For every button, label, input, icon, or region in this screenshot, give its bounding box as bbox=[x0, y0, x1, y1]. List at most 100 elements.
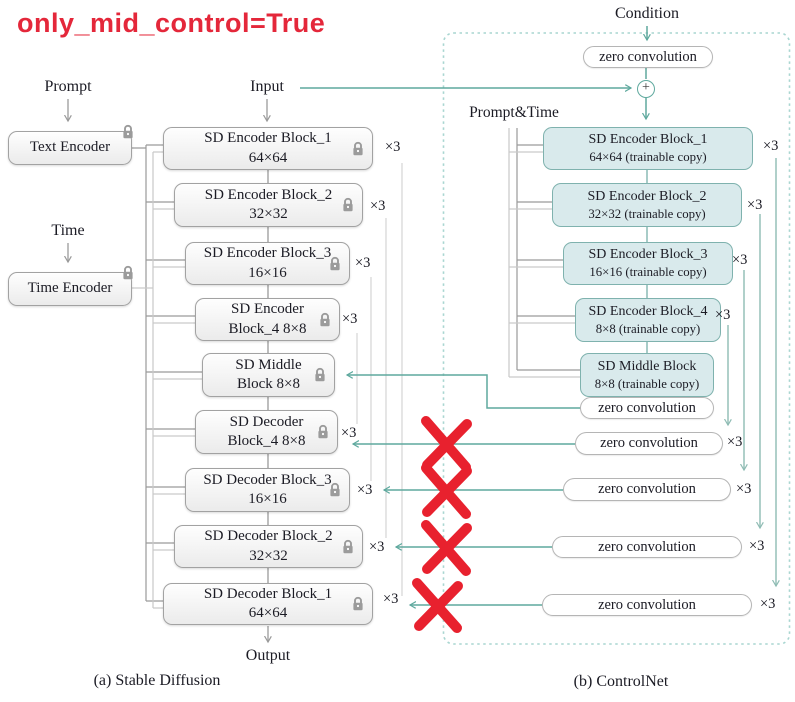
lock-icon bbox=[120, 124, 136, 140]
sd-encoder-block-3: SD Encoder Block_3 16×16 bbox=[185, 242, 350, 285]
cn-prompt-time-bus-dark bbox=[516, 128, 580, 371]
x3-zc-out1: ×3 bbox=[760, 596, 776, 612]
sd-decoder-block-3-label: SD Decoder Block_3 bbox=[203, 471, 332, 488]
sd-decoder-block-3-label: 16×16 bbox=[248, 491, 287, 507]
x3-sd-dec4: ×3 bbox=[341, 425, 357, 441]
lock-icon bbox=[120, 265, 136, 281]
cn-prompt-time-bus-light bbox=[508, 128, 580, 378]
text-encoder-bus bbox=[132, 144, 202, 602]
time-label: Time bbox=[51, 222, 85, 239]
sd-encoder-block-2-label: SD Encoder Block_2 bbox=[204, 186, 333, 203]
x3-sd-enc4: ×3 bbox=[342, 311, 358, 327]
cn-encoder-block-1-label: SD Encoder Block_1 bbox=[588, 132, 708, 148]
sd-decoder-block-1: SD Decoder Block_1 64×64 bbox=[163, 583, 373, 625]
x3-cn-enc3: ×3 bbox=[732, 252, 748, 268]
x3-zc-out4: ×3 bbox=[727, 434, 743, 450]
zero-convolution-condition: zero convolution bbox=[583, 46, 713, 68]
cross-out-x-icon bbox=[412, 578, 463, 633]
input-label: Input bbox=[250, 78, 284, 95]
cross-out-x-icon bbox=[421, 520, 472, 576]
x3-zc-out3: ×3 bbox=[736, 481, 752, 497]
zero-convolution-out-4: zero convolution bbox=[575, 432, 723, 455]
cn-encoder-block-4: SD Encoder Block_4 8×8 (trainable copy) bbox=[575, 298, 721, 342]
zero-convolution-middle-label: zero convolution bbox=[598, 399, 696, 416]
time-encoder-block: Time Encoder bbox=[8, 265, 133, 306]
cross-out-x-icon bbox=[421, 463, 472, 519]
sd-encoder-block-3-label: 16×16 bbox=[248, 264, 287, 281]
sd-middle-block-label: SD Middle bbox=[235, 356, 302, 373]
text-encoder-block: Text Encoder bbox=[8, 124, 133, 165]
prompt-label: Prompt bbox=[44, 78, 92, 95]
zero-convolution-condition-label: zero convolution bbox=[599, 48, 697, 65]
x3-cn-enc4: ×3 bbox=[715, 307, 731, 323]
cross-out-x-icon bbox=[421, 416, 472, 472]
cn-encoder-block-3-label: SD Encoder Block_3 bbox=[588, 247, 708, 263]
sd-decoder-block-4-label: SD Decoder bbox=[229, 413, 304, 430]
sd-encoder-block-2-label: 32×32 bbox=[249, 206, 288, 222]
text-encoder-block-label: Text Encoder bbox=[29, 139, 111, 156]
cn-encoder-block-4-label: 8×8 (trainable copy) bbox=[595, 321, 701, 336]
cn-encoder-block-3: SD Encoder Block_3 16×16 (trainable copy) bbox=[563, 242, 733, 285]
sd-encoder-block-4-label: Block_4 8×8 bbox=[228, 320, 307, 337]
cn-right-skip-arrows bbox=[728, 158, 776, 586]
cn-middle-block-label: 8×8 (trainable copy) bbox=[594, 376, 700, 391]
x3-sd-enc2: ×3 bbox=[370, 198, 386, 214]
cn-middle-block: SD Middle Block 8×8 (trainable copy) bbox=[580, 353, 714, 397]
cn-encoder-block-1: SD Encoder Block_1 64×64 (trainable copy) bbox=[543, 127, 753, 170]
zero-convolution-out-2: zero convolution bbox=[552, 536, 742, 558]
sd-decoder-block-4-label: Block_4 8×8 bbox=[227, 433, 306, 449]
output-label: Output bbox=[245, 647, 291, 664]
x3-sd-dec2: ×3 bbox=[369, 539, 385, 555]
condition-label: Condition bbox=[614, 5, 679, 22]
lock-icon bbox=[327, 256, 343, 272]
time-encoder-block-label: Time Encoder bbox=[27, 280, 113, 297]
zero-conv-output-arrows bbox=[347, 375, 588, 605]
sd-skip-connection-lines bbox=[356, 163, 403, 596]
sum-plus-node: + bbox=[637, 80, 655, 98]
caption-stable-diffusion: (a) Stable Diffusion bbox=[93, 672, 221, 689]
lock-icon bbox=[340, 197, 356, 213]
lock-icon bbox=[340, 539, 356, 555]
x3-cn-enc2: ×3 bbox=[747, 197, 763, 213]
cn-encoder-block-4-label: SD Encoder Block_4 bbox=[588, 303, 708, 319]
sd-decoder-block-3: SD Decoder Block_3 16×16 bbox=[185, 468, 350, 512]
condition-input-teal-arrows bbox=[300, 26, 647, 119]
sd-encoder-block-3-label: SD Encoder Block_3 bbox=[203, 245, 332, 261]
sd-decoder-block-1-label: 64×64 bbox=[248, 605, 288, 621]
x3-zc-out2: ×3 bbox=[749, 538, 765, 554]
cn-encoder-block-1-label: 64×64 (trainable copy) bbox=[589, 150, 707, 165]
lock-icon bbox=[315, 424, 331, 440]
sd-middle-block-label: Block 8×8 bbox=[236, 376, 301, 392]
zero-convolution-out-4-label: zero convolution bbox=[600, 435, 698, 452]
cn-encoder-block-3-label: 16×16 (trainable copy) bbox=[589, 265, 707, 280]
x3-sd-dec1: ×3 bbox=[383, 591, 399, 607]
sd-encoder-block-1-label: SD Encoder Block_1 bbox=[204, 130, 332, 146]
lock-icon bbox=[350, 141, 366, 157]
zero-convolution-out-3-label: zero convolution bbox=[598, 481, 696, 498]
page-title: only_mid_control=True bbox=[17, 8, 326, 38]
prompt-time-label: Prompt&Time bbox=[469, 104, 559, 121]
lock-icon bbox=[350, 596, 366, 612]
lock-icon bbox=[312, 367, 328, 383]
input-label-arrows bbox=[68, 99, 268, 642]
crossed-out-x-icons bbox=[412, 416, 472, 633]
cn-encoder-block-2-label: 32×32 (trainable copy) bbox=[588, 206, 706, 221]
x3-cn-enc1: ×3 bbox=[763, 138, 779, 154]
cn-middle-block-label: SD Middle Block bbox=[597, 358, 697, 374]
x3-sd-dec3: ×3 bbox=[357, 482, 373, 498]
lock-icon bbox=[327, 482, 343, 498]
zero-convolution-out-1-label: zero convolution bbox=[598, 596, 696, 613]
time-encoder-bus bbox=[132, 151, 202, 609]
sd-decoder-block-1-label: SD Decoder Block_1 bbox=[203, 585, 333, 602]
zero-convolution-out-2-label: zero convolution bbox=[598, 538, 696, 555]
zero-convolution-out-3: zero convolution bbox=[563, 478, 731, 501]
sd-encoder-block-4-label: SD Encoder bbox=[231, 301, 304, 317]
